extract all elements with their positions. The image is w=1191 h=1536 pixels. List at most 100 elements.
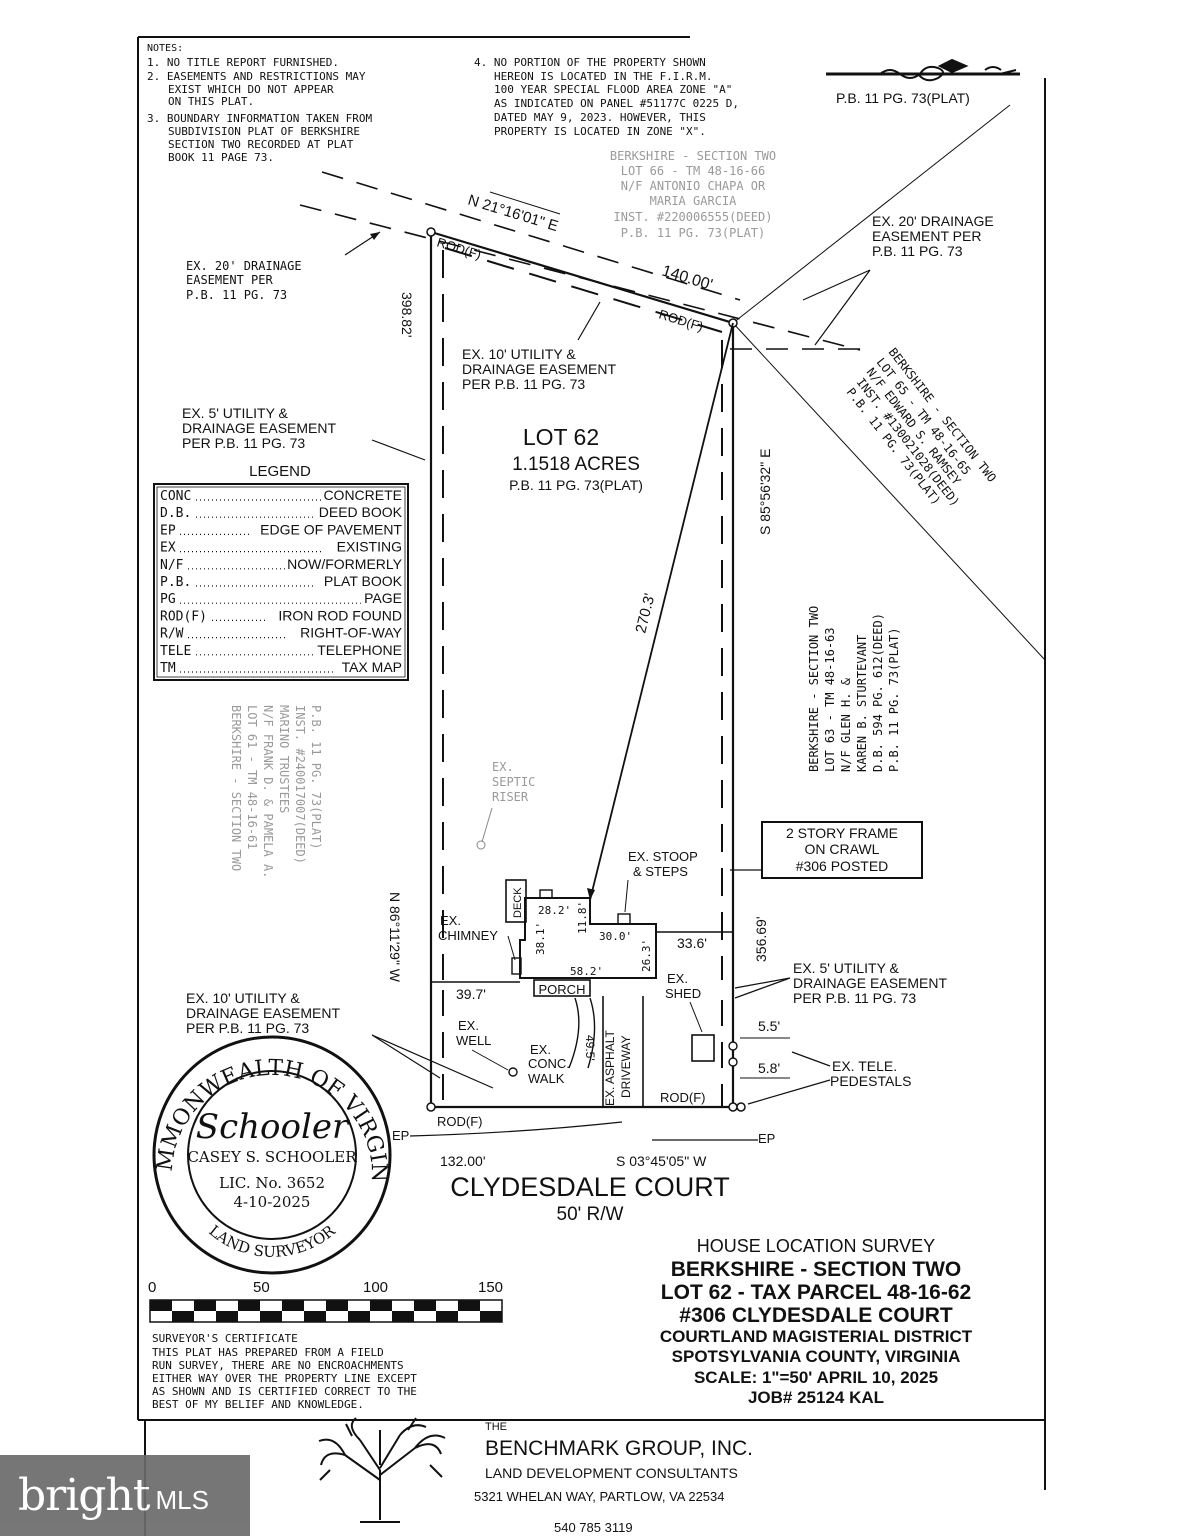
svg-text:EASEMENT PER: EASEMENT PER bbox=[872, 228, 981, 244]
svg-text:LOT 61 - TM 48-16-61: LOT 61 - TM 48-16-61 bbox=[245, 705, 259, 850]
note-3b: SUBDIVISION PLAT OF BERKSHIRE bbox=[168, 125, 360, 138]
legend-abbr: P.B. bbox=[160, 575, 191, 590]
legend-abbr: D.B. bbox=[160, 506, 191, 521]
south-distance: 132.00' bbox=[440, 1153, 486, 1169]
ep-label-left: EP bbox=[392, 1128, 409, 1143]
svg-text:SPOTSYLVANIA COUNTY, VIRGINIA: SPOTSYLVANIA COUNTY, VIRGINIA bbox=[672, 1347, 961, 1366]
ep-label-right: EP bbox=[758, 1131, 775, 1146]
utility-easement-label-bottom: EX. 10' UTILITY & DRAINAGE EASEMENT PER … bbox=[186, 990, 340, 1036]
legend-text: IRON ROD FOUND bbox=[278, 607, 402, 623]
seal-name: CASEY S. SCHOOLER bbox=[187, 1148, 357, 1166]
utility-easement-label-right: EX. 5' UTILITY & DRAINAGE EASEMENT PER P… bbox=[793, 960, 947, 1006]
north-reference: P.B. 11 PG. 73(PLAT) bbox=[836, 90, 970, 106]
dim-58-2: 58.2' bbox=[570, 965, 603, 978]
note-3c: SECTION TWO RECORDED AT PLAT bbox=[168, 138, 354, 151]
svg-text:LOT 62 - TAX PARCEL 48-16-62: LOT 62 - TAX PARCEL 48-16-62 bbox=[661, 1281, 971, 1304]
svg-text:N/F ANTONIO CHAPA OR: N/F ANTONIO CHAPA OR bbox=[621, 179, 766, 193]
tele-pedestal-icon bbox=[728, 1041, 738, 1051]
svg-text:P.B. 11 PG. 73(PLAT): P.B. 11 PG. 73(PLAT) bbox=[309, 705, 323, 850]
chimney-label-2: CHIMNEY bbox=[438, 928, 498, 943]
well-label-2: WELL bbox=[456, 1033, 491, 1048]
legend-abbr: EP bbox=[160, 523, 176, 538]
svg-text:AS SHOWN AND IS CERTIFIED CORR: AS SHOWN AND IS CERTIFIED CORRECT TO THE bbox=[152, 1385, 417, 1398]
stoop bbox=[617, 913, 631, 925]
shed bbox=[691, 1034, 715, 1062]
legend-title: LEGEND bbox=[249, 463, 311, 480]
south-bearing: S 03°45'05" W bbox=[616, 1153, 707, 1169]
tele-pedestal-icon bbox=[728, 1057, 738, 1067]
svg-text:EX. 10' UTILITY &: EX. 10' UTILITY & bbox=[186, 990, 300, 1006]
tele-label-1: EX. TELE. bbox=[832, 1058, 897, 1074]
well-label-1: EX. bbox=[458, 1018, 479, 1033]
seal-signature: Schooler bbox=[196, 1107, 350, 1147]
svg-text:0: 0 bbox=[148, 1279, 156, 1296]
svg-text:N/F GLEN H. &: N/F GLEN H. & bbox=[839, 677, 853, 772]
svg-text:SCALE: 1"=50' APRIL 10, 2025: SCALE: 1"=50' APRIL 10, 2025 bbox=[694, 1368, 938, 1387]
street-name: CLYDESDALE COURT bbox=[450, 1172, 730, 1202]
svg-text:EX. 20' DRAINAGE: EX. 20' DRAINAGE bbox=[186, 259, 302, 273]
driveway bbox=[602, 996, 644, 1107]
legend-abbr: TELE bbox=[160, 644, 191, 659]
front-yard-dashes bbox=[442, 990, 723, 1107]
dim-39-7: 39.7' bbox=[456, 986, 486, 1002]
svg-text:BEST OF MY BELIEF AND KNOWLEDG: BEST OF MY BELIEF AND KNOWLEDGE. bbox=[152, 1398, 364, 1411]
adjoiner-lot-61: BERKSHIRE - SECTION TWO LOT 61 - TM 48-1… bbox=[229, 705, 323, 878]
utility-easement-label-top: EX. 10' UTILITY & DRAINAGE EASEMENT PER … bbox=[462, 346, 616, 392]
west-distance: 398.82' bbox=[399, 292, 415, 338]
dim-28-2: 28.2' bbox=[538, 904, 571, 917]
legend-abbr: N/F bbox=[160, 558, 184, 573]
svg-text:THIS PLAT HAS PREPARED FROM A: THIS PLAT HAS PREPARED FROM A FIELD bbox=[152, 1346, 384, 1359]
adjoiner-lot-66: BERKSHIRE - SECTION TWO LOT 66 - TM 48-1… bbox=[610, 149, 776, 240]
west-bearing: N 86°11'29" W bbox=[387, 892, 403, 983]
diag-distance: 270.3' bbox=[632, 592, 658, 635]
svg-text:SURVEYOR'S CERTIFICATE: SURVEYOR'S CERTIFICATE bbox=[152, 1332, 298, 1345]
legend-text: TELEPHONE bbox=[317, 642, 402, 658]
legend-text: EXISTING bbox=[337, 539, 402, 555]
walk-label-2: CONC. bbox=[528, 1056, 570, 1071]
dim-5-5: 5.5' bbox=[758, 1018, 780, 1034]
dim-33-6: 33.6' bbox=[677, 935, 707, 951]
dim-11-8: 11.8' bbox=[576, 901, 589, 934]
svg-text:BERKSHIRE - SECTION TWO: BERKSHIRE - SECTION TWO bbox=[610, 149, 776, 163]
legend-abbr: PG bbox=[160, 592, 176, 607]
svg-text:MARINO TRUSTEES: MARINO TRUSTEES bbox=[277, 705, 291, 813]
watermark-mls: MLS bbox=[155, 1485, 209, 1515]
svg-text:INST. #220006555(DEED): INST. #220006555(DEED) bbox=[614, 210, 773, 224]
drainage-easement-label-right: EX. 20' DRAINAGE EASEMENT PER P.B. 11 PG… bbox=[872, 213, 994, 259]
svg-text:PER P.B. 11 PG. 73: PER P.B. 11 PG. 73 bbox=[462, 376, 585, 392]
svg-text:PER P.B. 11 PG. 73: PER P.B. 11 PG. 73 bbox=[186, 1020, 309, 1036]
stoop-label-2: & STEPS bbox=[633, 864, 688, 879]
adjoiner-divide-lines bbox=[732, 104, 1046, 661]
drainage-easement-label-left: EX. 20' DRAINAGE EASEMENT PER P.B. 11 PG… bbox=[186, 259, 302, 302]
legend-abbr: TM bbox=[160, 661, 176, 676]
svg-text:DRAINAGE EASEMENT: DRAINAGE EASEMENT bbox=[186, 1005, 340, 1021]
well-icon bbox=[508, 1067, 518, 1077]
svg-text:RUN SURVEY, THERE ARE NO ENCRO: RUN SURVEY, THERE ARE NO ENCROACHMENTS bbox=[152, 1359, 404, 1372]
svg-text:DRAINAGE EASEMENT: DRAINAGE EASEMENT bbox=[182, 420, 336, 436]
legend-text: EDGE OF PAVEMENT bbox=[260, 521, 402, 537]
dim-26-3: 26.3' bbox=[640, 939, 653, 972]
legend-text: CONCRETE bbox=[323, 487, 402, 503]
svg-text:P.B. 11 PG. 73: P.B. 11 PG. 73 bbox=[186, 288, 287, 302]
note-4e: DATED MAY 9, 2023. HOWEVER, THIS bbox=[494, 111, 706, 124]
driveway-label-2: DRIVEWAY bbox=[619, 1035, 633, 1098]
notes-heading: NOTES: bbox=[147, 43, 183, 54]
house-footprint bbox=[519, 897, 657, 979]
diag-tie-line bbox=[589, 322, 734, 901]
svg-text:#306 CLYDESDALE COURT: #306 CLYDESDALE COURT bbox=[679, 1304, 953, 1327]
note-1: 1. NO TITLE REPORT FURNISHED. bbox=[147, 56, 339, 69]
legend-abbr: EX bbox=[160, 541, 176, 556]
svg-text:DRAINAGE EASEMENT: DRAINAGE EASEMENT bbox=[793, 975, 947, 991]
rod-label-se: ROD(F) bbox=[660, 1090, 706, 1105]
house-note-1: 2 STORY FRAME bbox=[786, 825, 898, 841]
deck-label: DECK bbox=[512, 887, 524, 918]
chimney bbox=[511, 957, 522, 975]
dim-38-1: 38.1' bbox=[534, 922, 547, 955]
legend-abbr: CONC bbox=[160, 489, 191, 504]
svg-text:BERKSHIRE - SECTION TWO: BERKSHIRE - SECTION TWO bbox=[671, 1258, 962, 1281]
chimney-label-1: EX. bbox=[440, 913, 461, 928]
svg-text:LOT 63 - TM 48-16-63: LOT 63 - TM 48-16-63 bbox=[823, 628, 837, 773]
north-distance: 140.00' bbox=[660, 263, 715, 294]
east-distance: 356.69' bbox=[753, 917, 769, 963]
